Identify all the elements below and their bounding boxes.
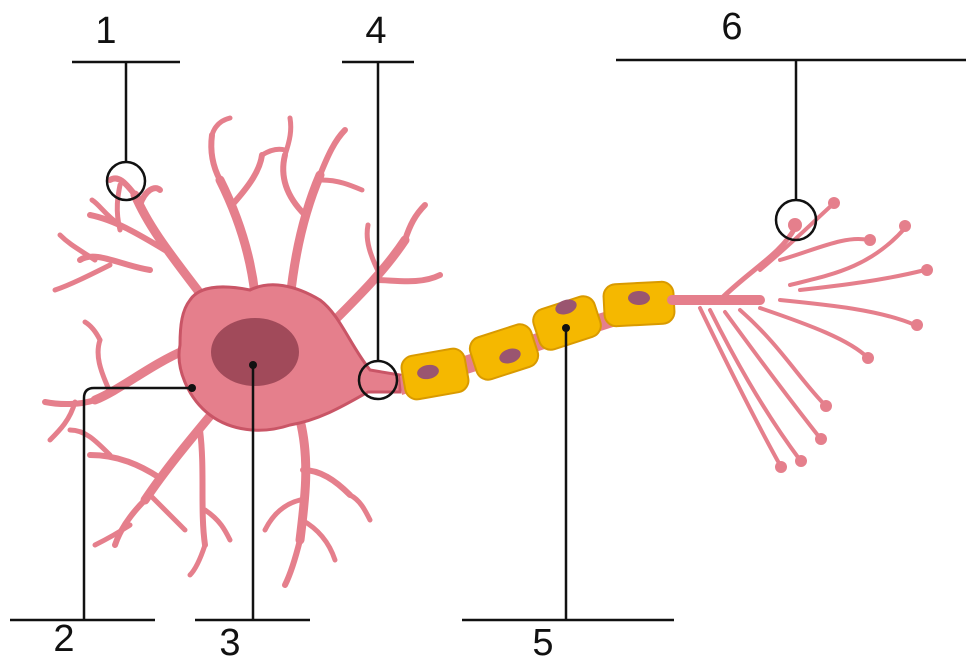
- marker-dot-2: [188, 384, 196, 392]
- label-5: 5: [532, 624, 553, 662]
- marker-dot-3: [249, 361, 257, 369]
- label-6: 6: [721, 8, 742, 46]
- label-2: 2: [53, 620, 74, 658]
- nucleus: [211, 318, 299, 386]
- label-1: 1: [95, 12, 116, 50]
- myelin-sheath: [400, 281, 675, 401]
- marker-dot-5: [562, 324, 570, 332]
- label-4: 4: [365, 12, 386, 50]
- label-3: 3: [219, 624, 240, 662]
- axon-terminals: [672, 205, 925, 465]
- schwann-nucleus: [628, 291, 650, 305]
